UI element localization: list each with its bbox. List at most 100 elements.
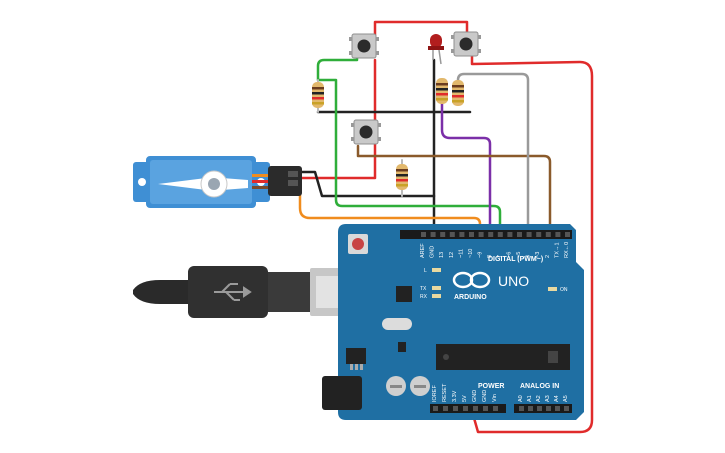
header-pin[interactable] — [443, 406, 448, 411]
on-label: ON — [560, 287, 568, 293]
header-pin[interactable] — [433, 406, 438, 411]
analog-header — [514, 404, 572, 413]
header-pin[interactable] — [478, 232, 484, 237]
wire-red-top — [373, 20, 469, 42]
header-pin[interactable] — [536, 232, 542, 237]
power-header-label: POWER — [478, 383, 504, 390]
wire-red-right-loop — [470, 54, 594, 434]
header-pin[interactable] — [555, 232, 561, 237]
header-pin[interactable] — [555, 406, 560, 411]
pin-label: 4 — [526, 255, 532, 258]
pin-label: ~3 — [535, 252, 541, 258]
uno-wordmark: UNO — [498, 273, 529, 289]
header-pin[interactable] — [564, 406, 569, 411]
pin-label: A4 — [554, 395, 560, 402]
header-pin[interactable] — [519, 406, 524, 411]
resistor-4[interactable] — [396, 164, 408, 190]
header-pin[interactable] — [528, 406, 533, 411]
header-pin[interactable] — [463, 406, 468, 411]
pin-label: Vin — [492, 394, 498, 402]
wire-orange — [298, 182, 482, 234]
micro-servo[interactable] — [133, 156, 302, 208]
header-pin[interactable] — [473, 406, 478, 411]
logo-wordmark: ARDUINO — [454, 294, 487, 301]
header-pin[interactable] — [507, 232, 513, 237]
header-pin[interactable] — [453, 406, 458, 411]
analog-header-label: ANALOG IN — [520, 383, 559, 390]
pin-label: ~5 — [516, 252, 522, 258]
pin-label: AREF — [420, 243, 426, 258]
capacitors — [386, 376, 430, 396]
microcontroller — [436, 344, 570, 370]
wire-gray — [456, 72, 530, 234]
dc-jack — [322, 376, 362, 410]
header-pin[interactable] — [526, 232, 532, 237]
pin-label: 13 — [439, 252, 445, 258]
header-pin[interactable] — [469, 232, 474, 237]
pin-label: RX←0 — [564, 242, 570, 258]
wire-red-servo — [298, 58, 377, 180]
pin-label: A3 — [545, 395, 551, 402]
header-pin[interactable] — [449, 232, 455, 237]
pin-label: 7 — [497, 255, 503, 258]
pin-label: A1 — [527, 395, 533, 402]
servo-cable — [252, 174, 270, 189]
pin-label: GND — [472, 390, 478, 402]
pin-label: ~11 — [458, 249, 464, 258]
header-pin[interactable] — [430, 232, 436, 237]
small-chip — [398, 342, 406, 352]
header-pin[interactable] — [497, 232, 503, 237]
header-pin[interactable] — [459, 232, 465, 237]
resistor-2[interactable] — [436, 78, 448, 104]
header-pin[interactable] — [483, 406, 488, 411]
resistor-1[interactable] — [312, 82, 324, 108]
pin-label: A2 — [536, 395, 542, 402]
reset-button[interactable] — [348, 234, 368, 254]
usb-icon — [214, 283, 252, 301]
header-pin[interactable] — [545, 232, 551, 237]
pin-label: 12 — [449, 252, 455, 258]
pin-label: TX→1 — [554, 242, 560, 258]
led-tx-label: TX — [420, 286, 427, 292]
pin-label: ~10 — [468, 249, 474, 258]
arduino-logo: ARDUINO UNO — [452, 271, 529, 301]
pin-label: RESET — [442, 383, 448, 402]
resistor-3[interactable] — [452, 80, 464, 106]
led-l-label: L — [424, 268, 427, 274]
header-pin[interactable] — [440, 232, 446, 237]
pin-label: ~9 — [478, 252, 484, 258]
header-pin[interactable] — [488, 232, 494, 237]
wire-brown — [356, 144, 552, 234]
push-button-middle[interactable] — [351, 119, 381, 145]
push-button-top-right[interactable] — [451, 31, 481, 57]
header-pin[interactable] — [565, 232, 570, 237]
header-pin[interactable] — [517, 232, 522, 237]
voltage-regulator — [346, 348, 366, 364]
digital-header — [400, 230, 572, 239]
header-pin[interactable] — [493, 406, 498, 411]
digital-header-label: DIGITAL (PWM~) — [488, 256, 543, 263]
red-led[interactable] — [428, 34, 444, 65]
header-pin[interactable] — [537, 406, 542, 411]
header-pin[interactable] — [421, 232, 426, 237]
pin-label: 5V — [462, 395, 468, 402]
wire-green — [316, 54, 502, 234]
pin-label: IOREF — [432, 385, 438, 402]
pin-label: 2 — [545, 255, 551, 258]
pin-label: A0 — [518, 395, 524, 402]
pin-label: 8 — [487, 255, 493, 258]
header-pin[interactable] — [546, 406, 551, 411]
pin-label: GND — [482, 390, 488, 402]
wire-black-servo — [298, 170, 436, 198]
crystal — [382, 318, 412, 330]
push-button-top-left[interactable] — [349, 33, 379, 59]
onboard-leds: L TX RX ON — [420, 268, 568, 300]
wire-purple — [440, 102, 492, 234]
pin-label: ~6 — [506, 252, 512, 258]
usb-cable — [133, 266, 356, 318]
usb-chip — [396, 286, 412, 302]
